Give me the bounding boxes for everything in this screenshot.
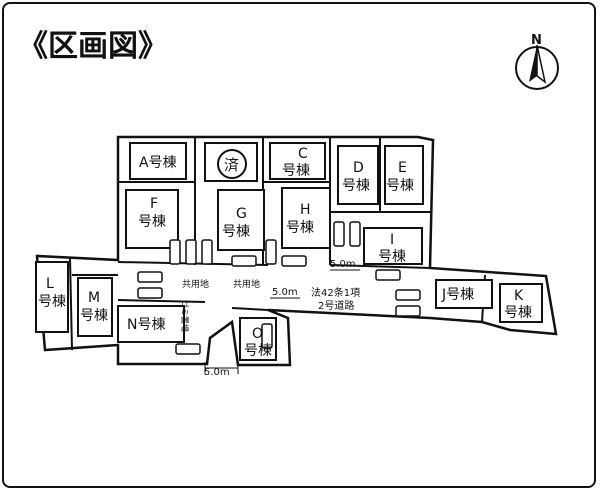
lot-m-unit: 号棟 [80, 308, 108, 324]
site-boundary [35, 135, 558, 367]
lot-a-label: A号棟 [139, 155, 177, 171]
map-frame [2, 2, 596, 488]
lot-k-unit: 号棟 [504, 305, 532, 321]
lot-n-label: N号棟 [127, 317, 165, 333]
sold-badge [217, 149, 247, 179]
lot-e-letter: E [398, 160, 407, 176]
sold-badge-text: 済 [224, 156, 239, 174]
shared-land-1: 共用地 [182, 278, 209, 290]
north-label: N [531, 33, 542, 48]
garbage-station: ゴミ置場 [180, 300, 190, 332]
lot-c-unit: 号棟 [282, 163, 310, 179]
lot-i-letter: I [390, 232, 394, 248]
lot-o-unit: 号棟 [244, 343, 272, 359]
parking-spaces [137, 221, 421, 355]
lot-h-unit: 号棟 [286, 220, 314, 236]
lot-j-label: J号棟 [441, 287, 474, 303]
lot-d-unit: 号棟 [342, 178, 370, 194]
lot-k-letter: K [514, 288, 524, 304]
dimension-lines [204, 269, 360, 374]
lot-e-unit: 号棟 [386, 178, 414, 194]
north-arrow-icon: N [515, 33, 559, 90]
lot-f-letter: F [150, 196, 158, 212]
lot-f-unit: 号棟 [138, 214, 166, 230]
road-width-middle: 5.0m [272, 287, 298, 298]
shared-land-2: 共用地 [233, 278, 260, 290]
lot-d-letter: D [353, 160, 364, 176]
lot-c-letter: C [298, 146, 308, 162]
page-title: 《区画図》 [18, 29, 168, 64]
lot-l-letter: L [46, 276, 54, 292]
lot-o-letter: O [252, 326, 263, 342]
road-width-lower: 5.0m [204, 367, 230, 378]
house-footprints [35, 142, 543, 361]
lot-h-letter: H [300, 202, 311, 218]
road-class-line2: 2号道路 [318, 299, 354, 312]
lot-m-letter: M [88, 290, 100, 306]
road-class-line1: 法42条1項 [311, 286, 360, 299]
lot-g-unit: 号棟 [222, 224, 250, 240]
road-width-upper: 5.0m [330, 259, 356, 270]
lot-l-unit: 号棟 [38, 294, 66, 310]
lot-g-letter: G [236, 206, 247, 222]
lot-i-unit: 号棟 [378, 249, 406, 265]
